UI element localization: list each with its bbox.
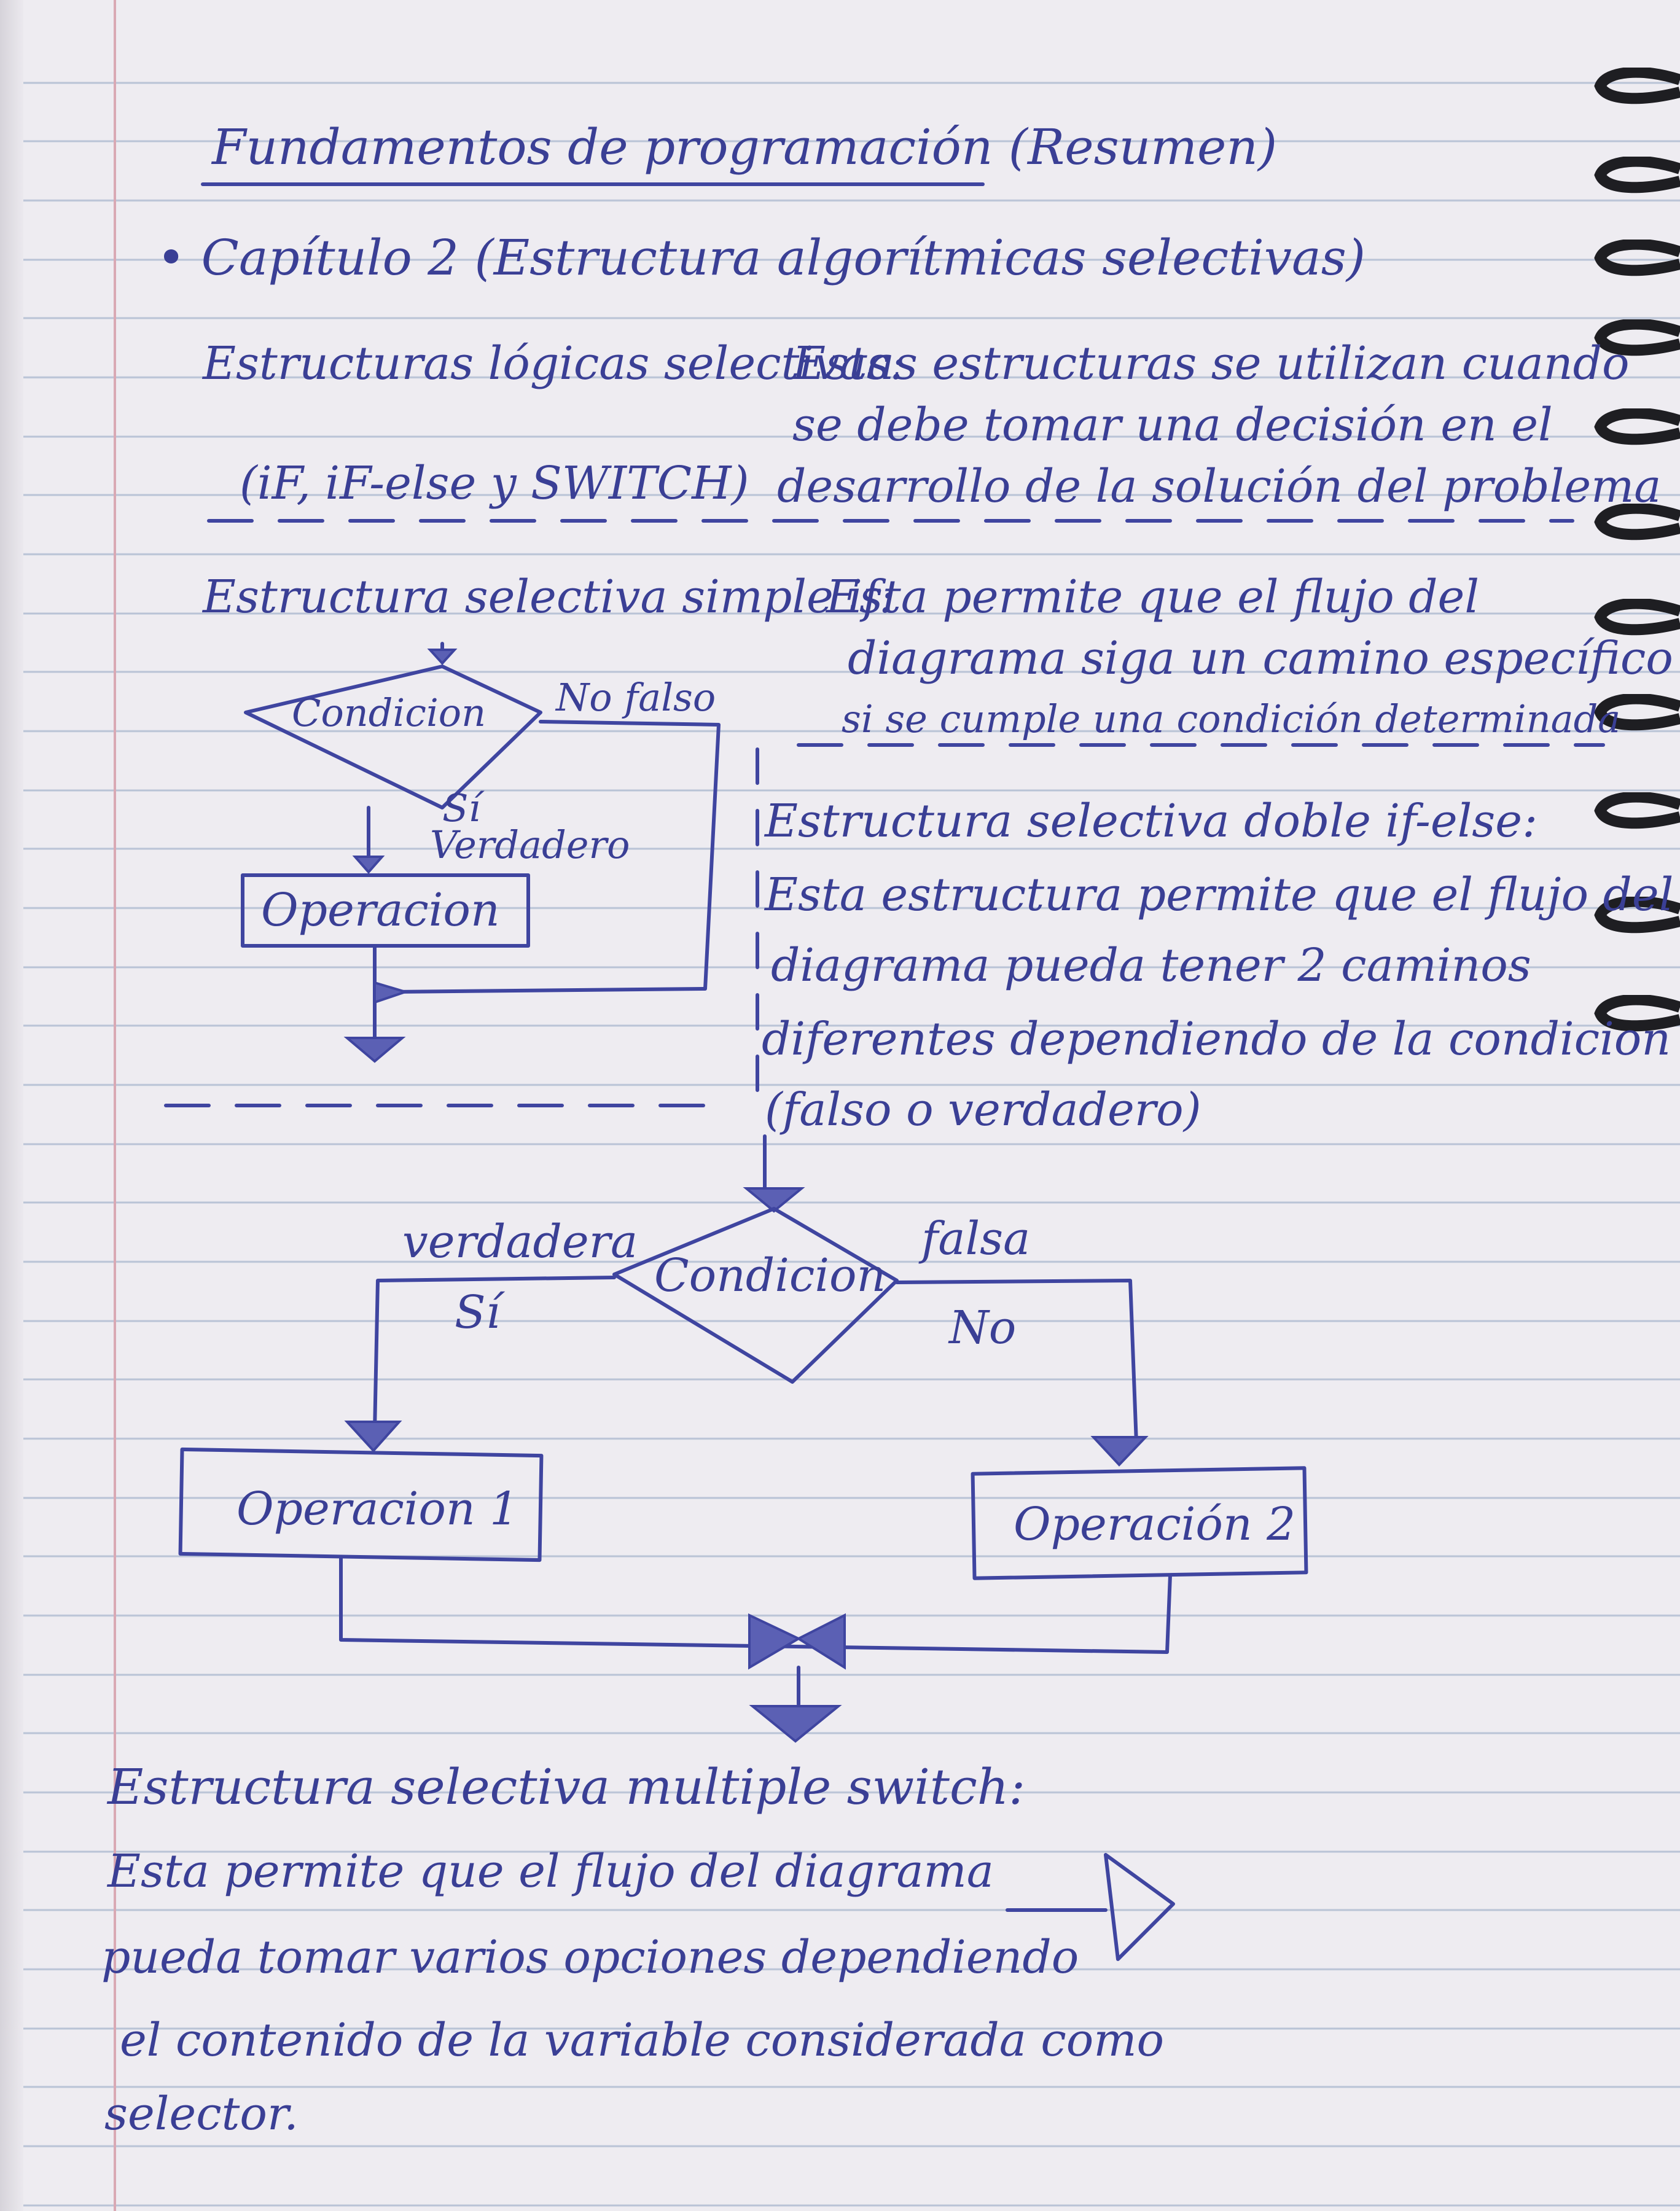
arrow-down-icon: [352, 856, 385, 875]
section2-line: Esta permite que el flujo del: [826, 571, 1479, 623]
arrow-down-icon: [427, 649, 458, 665]
arrow-down-icon: [749, 1705, 842, 1743]
simple-if-condition-diamond: [244, 665, 542, 809]
section1-line: se debe tomar una decisión en el: [792, 399, 1553, 451]
operation-2-label: Operación 2: [1014, 1498, 1296, 1551]
arrow-down-icon: [344, 1421, 402, 1453]
if-else-diagram: [178, 1134, 1308, 1743]
if-else-false-label: falsa: [921, 1212, 1031, 1265]
section4-heading: Estructura selectiva multiple switch:: [107, 1758, 1026, 1815]
simple-if-false-label: No falso: [556, 675, 716, 720]
page-edge: [0, 0, 23, 2211]
if-else-true-short: Sí: [455, 1286, 501, 1339]
page-title: Fundamentos de programación (Resumen): [212, 119, 1278, 176]
ring-icon: [1594, 68, 1680, 104]
section4-line: Esta permite que el flujo del diagrama: [107, 1845, 994, 1898]
section1-heading: Estructuras lógicas selectivas:: [203, 337, 905, 390]
simple-if-operation-box: [241, 873, 530, 948]
ring-icon: [1594, 792, 1680, 829]
merge-arrow-icon: [795, 1613, 846, 1670]
simple-if-true-label: Sí: [442, 786, 481, 830]
simple-if-operation-label: Operacion: [261, 884, 500, 937]
merge-arrow-icon: [373, 981, 410, 1004]
ring-icon: [1594, 599, 1680, 636]
simple-if-condition-label: Condicion: [292, 690, 486, 735]
switch-arrow: [1006, 1853, 1175, 1961]
arrow-down-icon: [1090, 1436, 1149, 1467]
chapter-heading: • Capítulo 2 (Estructura algorítmicas se…: [157, 229, 1366, 286]
operation-1-box: [178, 1447, 544, 1562]
section2-heading: Estructura selectiva simple if:: [203, 571, 895, 623]
if-else-true-path: [373, 1276, 616, 1433]
ring-icon: [1594, 319, 1680, 356]
section4-line: el contenido de la variable considerada …: [120, 2014, 1165, 2067]
section4-line: selector.: [104, 2088, 299, 2140]
section3-line: (falso o verdadero): [765, 1083, 1201, 1136]
ring-icon: [1594, 240, 1680, 276]
section4-line: pueda tomar varios opciones dependiendo: [101, 1931, 1079, 1984]
section2-line: si se cumple una condición determinada: [842, 696, 1621, 741]
section3-line: diagrama pueda tener 2 caminos: [771, 939, 1531, 992]
if-else-condition-label: Condicion: [654, 1249, 886, 1302]
ring-icon: [1594, 504, 1680, 540]
operation-1-label: Operacion 1: [236, 1483, 519, 1535]
simple-if-true-label-2: Verdadero: [430, 822, 630, 867]
simple-if-false-path: [391, 720, 721, 994]
if-else-condition-diamond: [612, 1207, 899, 1384]
section2-line: diagrama siga un camino específico: [848, 632, 1673, 685]
ring-icon: [1594, 157, 1680, 193]
arrow-right-icon: [1104, 1853, 1175, 1961]
arrow-down-icon: [343, 1037, 406, 1063]
if-else-false-path: [895, 1279, 1138, 1445]
section3-line: diferentes dependiendo de la condicion: [762, 1013, 1671, 1066]
ring-icon: [1594, 897, 1680, 934]
section3-heading: Estructura selectiva doble if-else:: [765, 795, 1537, 848]
merge-arrow-icon: [748, 1613, 802, 1670]
ring-icon: [1594, 995, 1680, 1032]
section1-line: Estas estructuras se utilizan cuando: [792, 337, 1630, 390]
section1-line: desarrollo de la solución del problema: [777, 460, 1662, 513]
if-else-true-label: verdadera: [402, 1215, 638, 1268]
if-else-false-short: No: [949, 1301, 1017, 1354]
arrow-down-icon: [743, 1187, 805, 1213]
operation-2-box: [971, 1466, 1308, 1580]
section3-line: Esta estructura permite que el flujo del: [765, 868, 1674, 921]
ring-icon: [1594, 408, 1680, 445]
section1-types: (iF, iF-else y SWITCH): [240, 457, 749, 510]
ring-icon: [1594, 694, 1680, 731]
margin-line: [114, 0, 116, 2211]
simple-if-diagram: [241, 642, 721, 1063]
